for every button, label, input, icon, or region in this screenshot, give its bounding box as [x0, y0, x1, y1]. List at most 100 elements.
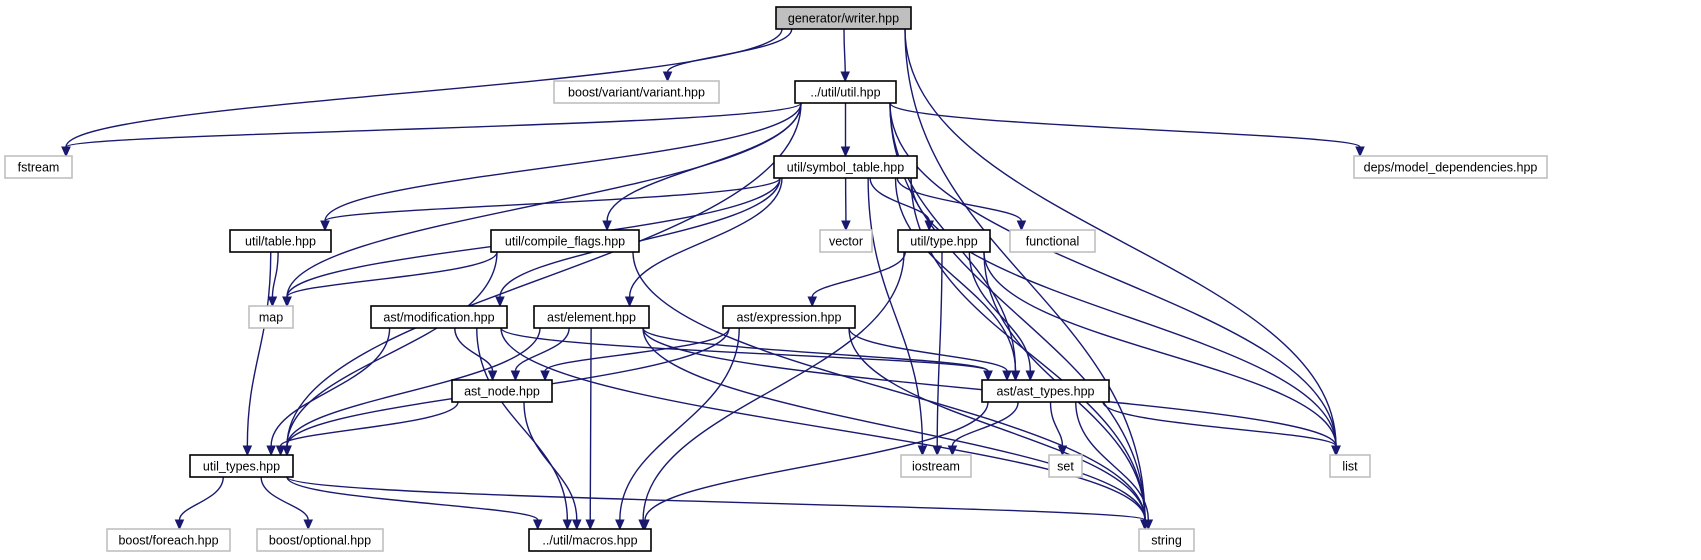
edge-asttypes-to-iostream: [951, 401, 1019, 447]
node-label-astnode: ast_node.hpp: [464, 385, 540, 399]
node-label-fstream: fstream: [18, 161, 60, 175]
arrowhead-util-to-fstream: [61, 146, 71, 158]
arrowhead-utiltypes-to-string: [1140, 519, 1150, 531]
edge-astmod-to-asttypes: [500, 327, 989, 372]
arrowhead-writer-to-variant: [662, 71, 673, 83]
arrowhead-symtab-to-vector: [841, 220, 851, 232]
arrowhead-utiltypes-to-optional: [303, 519, 313, 531]
arrowhead-utiltypes-to-foreach: [174, 519, 185, 531]
edge-table-to-utiltypes: [246, 251, 272, 447]
edge-asttypes-to-set: [1049, 401, 1064, 447]
node-map: map: [248, 305, 294, 329]
arrowhead-astelem-to-macros: [585, 519, 595, 531]
edge-utiltypes-to-foreach: [178, 476, 224, 521]
arrowhead-astexpr-to-asttypes: [1002, 370, 1012, 382]
node-label-compile: util/compile_flags.hpp: [505, 235, 625, 249]
node-label-variant: boost/variant/variant.hpp: [568, 86, 705, 100]
node-label-symtab: util/symbol_table.hpp: [787, 161, 904, 175]
arrowhead-compile-to-map: [282, 296, 292, 308]
node-label-deps: deps/model_dependencies.hpp: [1364, 161, 1538, 175]
node-set: set: [1048, 454, 1083, 478]
edge-util-to-table: [324, 102, 802, 222]
node-table[interactable]: util/table.hpp: [229, 229, 332, 253]
edge-table-to-map: [271, 251, 279, 298]
arrowhead-asttypes-to-list: [1331, 445, 1341, 457]
edge-symtab-to-iostream: [867, 177, 924, 447]
edge-type-to-list: [983, 251, 1337, 447]
node-box-utiltypes: [189, 454, 294, 478]
node-deps: deps/model_dependencies.hpp: [1353, 155, 1548, 179]
node-box-fstream: [4, 155, 73, 179]
node-box-iostream: [900, 454, 972, 478]
edge-utiltypes-to-macros: [286, 476, 539, 521]
node-label-map: map: [259, 311, 283, 325]
node-label-foreach: boost/foreach.hpp: [118, 534, 218, 548]
node-label-writer: generator/writer.hpp: [788, 12, 899, 26]
arrowhead-asttypes-to-set: [1057, 445, 1068, 457]
node-asttypes[interactable]: ast/ast_types.hpp: [981, 379, 1110, 403]
edge-asttypes-to-string: [1075, 401, 1150, 521]
edge-symtab-to-functional: [896, 177, 1023, 222]
node-symtab[interactable]: util/symbol_table.hpp: [773, 155, 918, 179]
edge-astelem-to-utiltypes: [286, 327, 541, 447]
node-utiltypes[interactable]: util_types.hpp: [189, 454, 294, 478]
arrowhead-astmod-to-astnode: [487, 370, 498, 382]
node-writer: generator/writer.hpp: [775, 6, 912, 30]
node-label-type: util/type.hpp: [910, 235, 977, 249]
node-box-deps: [1353, 155, 1548, 179]
edge-symtab-to-astelem: [628, 177, 783, 298]
node-compile[interactable]: util/compile_flags.hpp: [490, 229, 640, 253]
node-type[interactable]: util/type.hpp: [897, 229, 991, 253]
edge-symtab-to-table: [324, 177, 781, 222]
node-label-utiltypes: util_types.hpp: [203, 460, 280, 474]
edge-writer-to-util: [843, 28, 846, 73]
edge-symtab-to-astmod: [499, 177, 781, 298]
node-label-macros: ../util/macros.hpp: [542, 534, 637, 548]
edge-asttypes-to-macros: [644, 401, 989, 521]
node-box-astmod: [370, 305, 508, 329]
arrowhead-astexpr-to-macros: [615, 519, 625, 531]
node-astexpr[interactable]: ast/expression.hpp: [722, 305, 856, 329]
edge-symtab-to-type: [869, 177, 930, 222]
node-box-set: [1048, 454, 1083, 478]
node-box-compile: [490, 229, 640, 253]
edge-writer-to-list: [904, 28, 1337, 447]
nodes-layer: generator/writer.hpp boost/variant/varian…: [4, 6, 1548, 552]
arrowhead-utiltypes-to-macros: [532, 519, 543, 531]
node-label-astelem: ast/element.hpp: [547, 311, 636, 325]
arrowhead-asttypes-to-iostream: [947, 445, 958, 457]
node-string: string: [1138, 528, 1195, 552]
node-util[interactable]: ../util/util.hpp: [794, 80, 897, 104]
node-box-optional: [256, 528, 384, 552]
node-label-vector: vector: [829, 235, 863, 249]
arrowhead-astmod-to-utiltypes: [266, 445, 276, 457]
edge-astexpr-to-asttypes: [848, 327, 1008, 372]
node-box-string: [1138, 528, 1195, 552]
node-label-optional: boost/optional.hpp: [269, 534, 371, 548]
edge-compile-to-map: [286, 251, 498, 298]
edge-astexpr-to-astnode: [544, 327, 730, 372]
edge-type-to-astexpr: [811, 251, 906, 298]
arrowhead-asttypes-to-macros: [640, 519, 650, 531]
node-astnode[interactable]: ast_node.hpp: [451, 379, 553, 403]
edge-astexpr-to-string: [848, 327, 1146, 521]
edge-astelem-to-macros: [589, 327, 592, 521]
node-box-symtab: [773, 155, 918, 179]
edge-utiltypes-to-string: [286, 476, 1146, 521]
arrowhead-writer-to-util: [840, 71, 850, 83]
node-label-functional: functional: [1026, 235, 1080, 249]
arrowhead-astelem-to-asttypes: [983, 370, 993, 382]
edge-asttypes-to-list: [1102, 401, 1337, 447]
node-box-macros: [528, 528, 652, 552]
node-box-functional: [1009, 229, 1096, 253]
arrowhead-symtab-to-asttypes: [1010, 370, 1021, 382]
node-label-asttypes: ast/ast_types.hpp: [997, 385, 1095, 399]
edge-util-to-fstream: [65, 102, 802, 148]
node-astmod[interactable]: ast/modification.hpp: [370, 305, 508, 329]
node-macros[interactable]: ../util/macros.hpp: [528, 528, 652, 552]
node-astelem[interactable]: ast/element.hpp: [533, 305, 650, 329]
edge-astmod-to-macros: [476, 327, 569, 521]
arrowhead-astexpr-to-astnode: [540, 370, 550, 382]
edge-compile-to-string: [632, 251, 1146, 521]
